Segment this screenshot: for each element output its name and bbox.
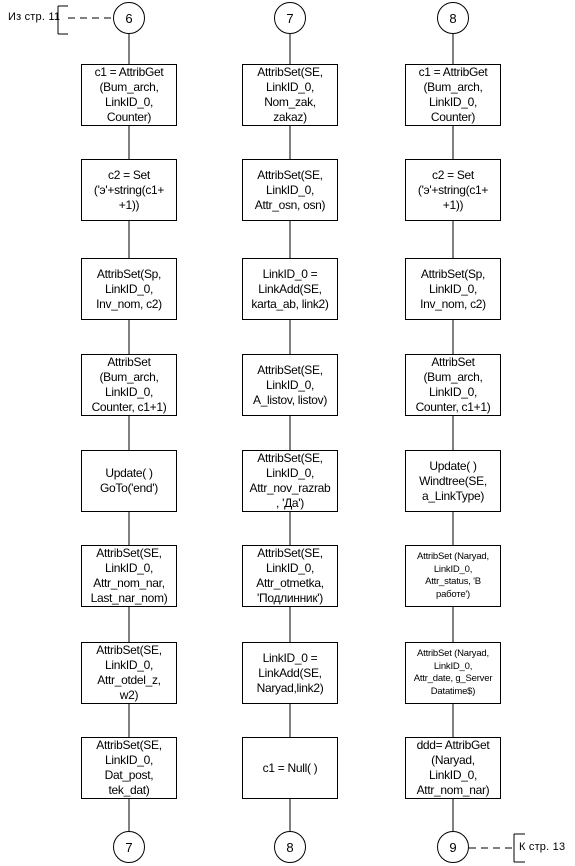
process-box-col3-3: AttribSet(Sp, LinkID_0, Inv_nom, c2) [405,258,501,320]
process-box-col2-6: AttribSet(SE, LinkID_0, Attr_otmetka, 'П… [242,545,338,607]
connector-bottom-col1: 7 [113,831,145,863]
process-box-col3-2: c2 = Set ('э'+string(c1+ +1)) [405,159,501,221]
process-box-col2-8: c1 = Null( ) [242,737,338,799]
process-box-col3-4: AttribSet (Bum_arch, LinkID_0, Counter, … [405,354,501,416]
process-box-col2-7: LinkID_0 = LinkAdd(SE, Naryad,link2) [242,642,338,704]
connector-top-col1: 6 [113,2,145,34]
process-box-col1-6: AttribSet(SE, LinkID_0, Attr_nom_nar, La… [81,545,177,607]
offpage-ref-in-label: Из стр. 11 [8,11,61,23]
process-box-col1-3: AttribSet(Sp, LinkID_0, Inv_nom, c2) [81,258,177,320]
connector-top-col2: 7 [274,2,306,34]
process-box-col3-5: Update( ) Windtree(SE, a_LinkType) [405,450,501,512]
process-box-col3-8: ddd= AttribGet (Naryad, LinkID_0, Attr_n… [405,737,501,799]
process-box-col1-7: AttribSet(SE, LinkID_0, Attr_otdel_z, w2… [81,642,177,704]
connector-bottom-col3: 9 [437,831,469,863]
process-box-col2-2: AttribSet(SE, LinkID_0, Attr_osn, osn) [242,159,338,221]
connector-top-col3: 8 [437,2,469,34]
process-box-col2-5: AttribSet(SE, LinkID_0, Attr_nov_razrab … [242,450,338,512]
process-box-col2-3: LinkID_0 = LinkAdd(SE, karta_ab, link2) [242,258,338,320]
process-box-col1-5: Update( ) GoTo('end') [81,450,177,512]
process-box-col2-4: AttribSet(SE, LinkID_0, A_listov, listov… [242,354,338,416]
process-box-col1-8: AttribSet(SE, LinkID_0, Dat_post, tek_da… [81,737,177,799]
process-box-col3-1: c1 = AttribGet (Bum_arch, LinkID_0, Coun… [405,64,501,126]
process-box-col1-4: AttribSet (Bum_arch, LinkID_0, Counter, … [81,354,177,416]
process-box-col3-7: AttribSet (Naryad, LinkID_0, Attr_date, … [405,642,501,704]
process-box-col3-6: AttribSet (Naryad, LinkID_0, Attr_status… [405,545,501,607]
process-box-col1-1: c1 = AttribGet (Bum_arch, LinkID_0, Coun… [81,64,177,126]
process-box-col2-1: AttribSet(SE, LinkID_0, Nom_zak, zakaz) [242,64,338,126]
offpage-ref-out-label: К стр. 13 [519,841,566,853]
connector-bottom-col2: 8 [274,831,306,863]
process-box-col1-2: c2 = Set ('э'+string(c1+ +1)) [81,159,177,221]
